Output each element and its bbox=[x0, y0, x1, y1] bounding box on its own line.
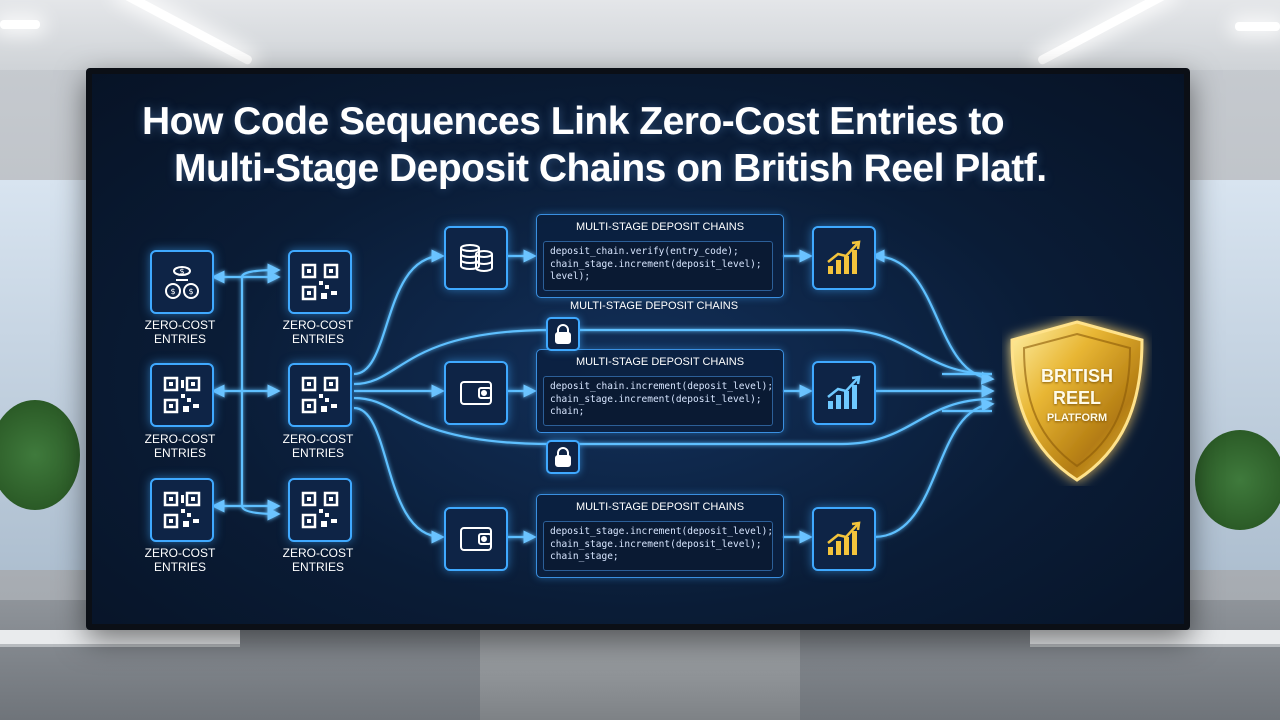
ceiling bbox=[0, 0, 1280, 70]
svg-text:$: $ bbox=[188, 287, 193, 296]
middle-chain-label: MULTI-STAGE DEPOSIT CHAINS bbox=[570, 300, 739, 312]
chain-title: MULTI-STAGE DEPOSIT CHAINS bbox=[575, 221, 745, 233]
coin-stack-icon[interactable] bbox=[444, 226, 508, 290]
growth-chart-icon[interactable] bbox=[812, 361, 876, 425]
fan-bottom bbox=[353, 406, 445, 544]
desk bbox=[1030, 630, 1280, 644]
svg-text:$: $ bbox=[179, 267, 184, 276]
code-snippet: deposit_stage.increment(deposit_level); … bbox=[543, 521, 773, 571]
chain-panel-2[interactable]: MULTI-STAGE DEPOSIT CHAINS deposit_chain… bbox=[536, 349, 784, 433]
chain-panel-3[interactable]: MULTI-STAGE DEPOSIT CHAINS deposit_stage… bbox=[536, 494, 784, 578]
shield-line-1: BRITISH bbox=[1041, 366, 1113, 386]
fan-top bbox=[353, 249, 445, 376]
desk bbox=[0, 630, 240, 644]
ceiling-light bbox=[0, 20, 40, 29]
chain-title: MULTI-STAGE DEPOSIT CHAINS bbox=[575, 501, 745, 513]
column bbox=[480, 625, 800, 720]
qr-code-icon[interactable] bbox=[288, 363, 352, 427]
growth-chart-icon[interactable] bbox=[812, 226, 876, 290]
screen: How Code Sequences Link Zero-Cost Entrie… bbox=[92, 74, 1184, 624]
wallet-icon[interactable] bbox=[444, 507, 508, 571]
qr-code-icon[interactable] bbox=[288, 478, 352, 542]
chain-title: MULTI-STAGE DEPOSIT CHAINS bbox=[575, 356, 745, 368]
ceiling-light bbox=[1235, 22, 1280, 31]
lock-icon[interactable] bbox=[546, 440, 580, 474]
shield-line-2: REEL bbox=[1052, 388, 1101, 408]
wallet-icon[interactable] bbox=[444, 361, 508, 425]
shield-line-3: PLATFORM bbox=[1046, 412, 1108, 424]
lock-icon[interactable] bbox=[546, 317, 580, 351]
page-title-line-1: How Code Sequences Link Zero-Cost Entrie… bbox=[142, 100, 1005, 143]
chain-panel-1[interactable]: MULTI-STAGE DEPOSIT CHAINS deposit_chain… bbox=[536, 214, 784, 298]
qr-code-icon[interactable] bbox=[150, 478, 214, 542]
qr-code-icon[interactable] bbox=[150, 363, 214, 427]
page-title-line-2: Multi-Stage Deposit Chains on British Re… bbox=[174, 147, 1047, 190]
shield-icon[interactable] bbox=[1002, 316, 1152, 486]
code-snippet: deposit_chain.verify(entry_code); chain_… bbox=[543, 241, 773, 291]
plant bbox=[1195, 430, 1280, 530]
code-snippet: deposit_chain.increment(deposit_level); … bbox=[543, 376, 773, 426]
qr-code-icon[interactable] bbox=[288, 250, 352, 314]
svg-text:$: $ bbox=[170, 287, 175, 296]
monitor: How Code Sequences Link Zero-Cost Entrie… bbox=[86, 68, 1190, 630]
plant bbox=[0, 400, 80, 510]
money-bag-icon[interactable]: $ $ $ bbox=[150, 250, 214, 314]
window-left bbox=[0, 180, 90, 570]
growth-chart-icon[interactable] bbox=[812, 507, 876, 571]
